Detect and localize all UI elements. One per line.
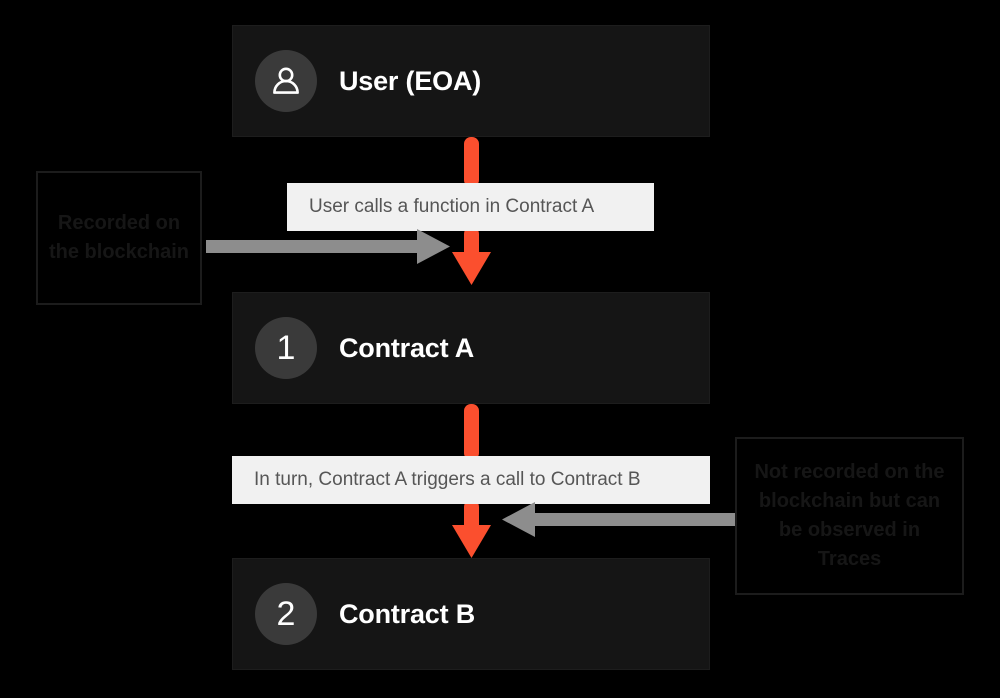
arrowhead-user-to-a: [452, 252, 491, 285]
annotation-arrow-right-shaft: [528, 513, 735, 526]
arrow-user-to-a-upper: [464, 137, 479, 187]
step-number: 2: [276, 595, 296, 633]
step-number-badge: 2: [255, 583, 317, 645]
edge-label-a-to-b: In turn, Contract A triggers a call to C…: [232, 456, 710, 504]
step-number: 1: [276, 329, 296, 367]
annotation-arrow-left-shaft: [206, 240, 424, 253]
node-user-title: User (EOA): [339, 65, 482, 96]
annotation-recorded-on-blockchain: Recorded on the blockchain: [36, 171, 202, 305]
node-contract-a-title: Contract A: [339, 332, 475, 363]
edge-label-user-to-a: User calls a function in Contract A: [287, 183, 654, 231]
arrow-a-to-b-lower: [464, 500, 479, 538]
arrowhead-a-to-b: [452, 525, 491, 558]
person-icon: [255, 50, 317, 112]
annotation-arrowhead-left: [417, 229, 450, 264]
annotation-arrowhead-right: [502, 502, 535, 537]
arrow-a-to-b-upper: [464, 404, 479, 460]
step-number-badge: 1: [255, 317, 317, 379]
node-contract-b: 2 Contract B: [232, 558, 710, 670]
node-contract-a: 1 Contract A: [232, 292, 710, 404]
annotation-not-recorded-traces: Not recorded on the blockchain but can b…: [735, 437, 964, 595]
arrow-user-to-a-lower: [464, 227, 479, 265]
node-contract-b-title: Contract B: [339, 598, 476, 629]
node-user: User (EOA): [232, 25, 710, 137]
